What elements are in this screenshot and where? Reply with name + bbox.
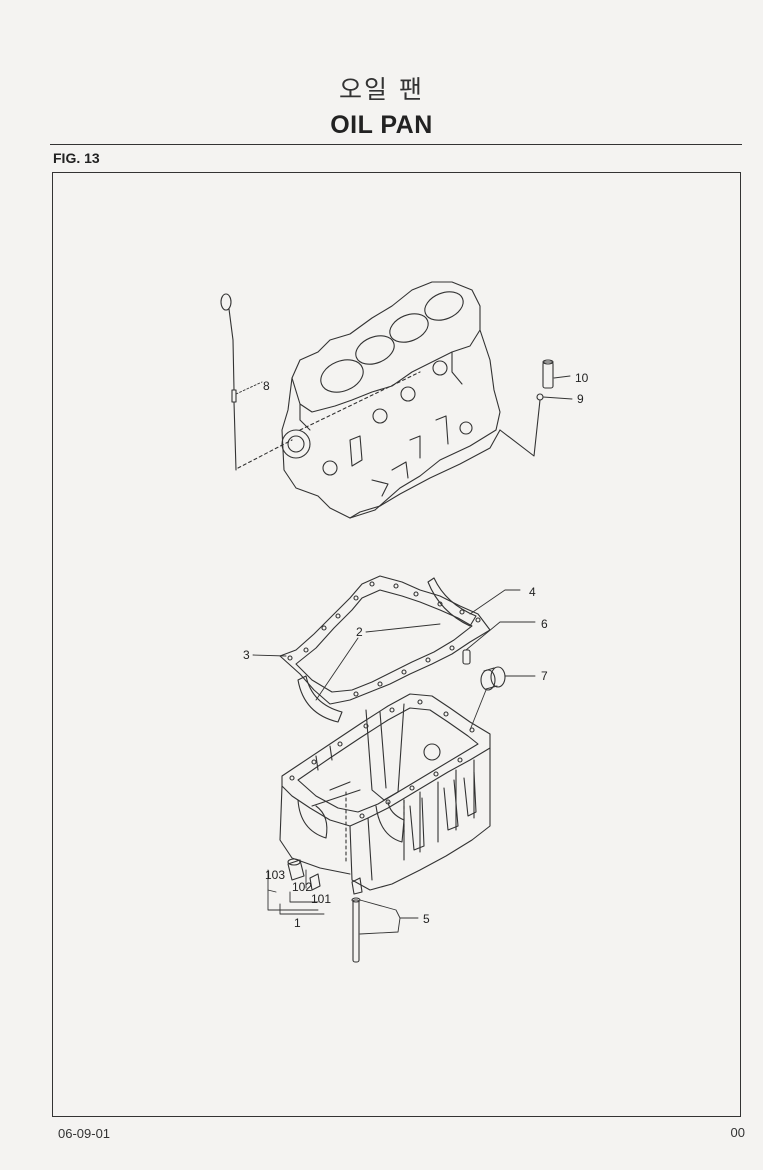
figure-frame — [52, 172, 741, 1117]
footer-date: 06-09-01 — [58, 1126, 111, 1141]
callout-1: 1 — [294, 916, 301, 930]
callout-10: 10 — [575, 371, 589, 385]
engine-block-drawing — [281, 281, 501, 519]
bushing-drawing — [480, 666, 506, 691]
callout-labels: 10 9 8 4 6 7 2 3 5 103 102 101 1 — [243, 371, 589, 930]
page-title-korean: 오일 팬 — [339, 75, 424, 104]
callout-103: 103 — [265, 868, 285, 882]
page-title: OIL PAN — [330, 111, 433, 139]
callout-6: 6 — [541, 617, 548, 631]
footer-page-number: 00 — [730, 1125, 745, 1140]
callout-leaders — [235, 375, 573, 935]
oil-pickup-tube-drawing — [351, 897, 361, 963]
dowel-pin-drawing — [462, 649, 471, 665]
callout-8: 8 — [263, 379, 270, 393]
callout-101: 101 — [311, 892, 331, 906]
callout-3: 3 — [243, 648, 250, 662]
dipstick-drawing — [220, 293, 293, 471]
crank-seal-drawing — [297, 577, 477, 723]
header-divider — [50, 144, 742, 145]
drain-plug-drawing — [287, 858, 363, 895]
drain-fitting-drawing — [499, 359, 554, 457]
callout-5: 5 — [423, 912, 430, 926]
callout-2: 2 — [356, 625, 363, 639]
oil-pan-drawing — [279, 693, 491, 891]
figure-label: FIG. 13 — [53, 150, 100, 166]
callout-7: 7 — [541, 669, 548, 683]
callout-102: 102 — [292, 880, 312, 894]
callout-4: 4 — [529, 585, 536, 599]
gasket-drawing — [279, 575, 491, 705]
callout-9: 9 — [577, 392, 584, 406]
